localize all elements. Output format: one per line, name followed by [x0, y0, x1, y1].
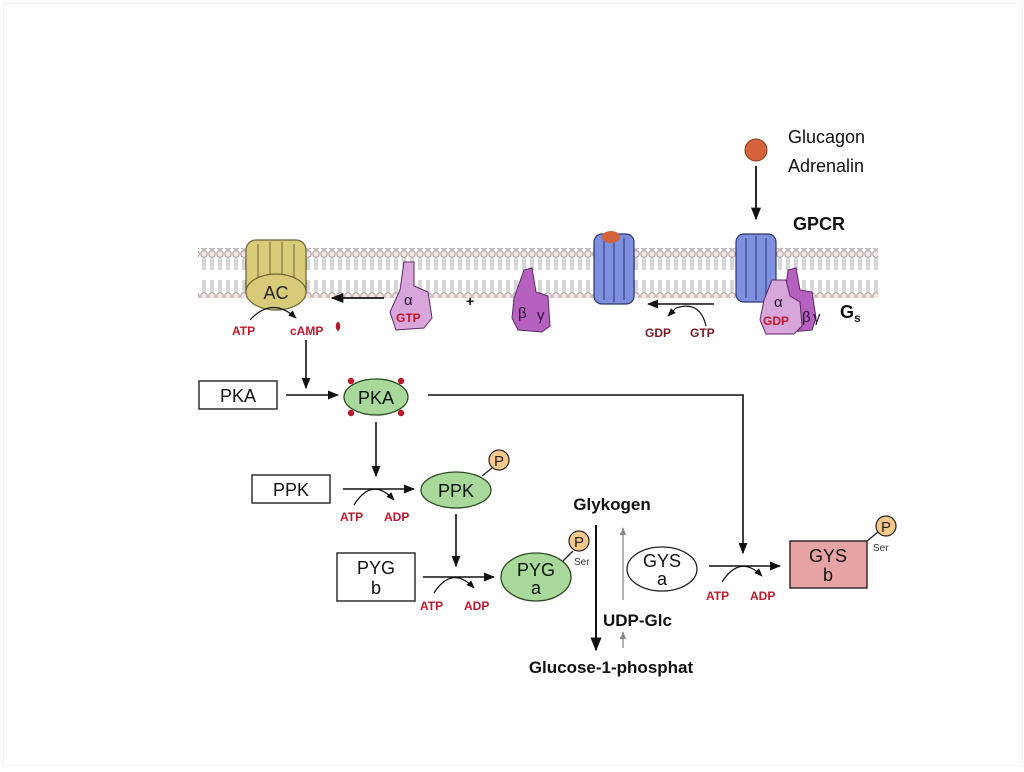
- ligand-molecule: [744, 138, 768, 162]
- gs-label: G: [840, 302, 854, 322]
- pyg-b-label-line1: PYG: [357, 558, 395, 578]
- ppk-phosphate-label: P: [494, 453, 504, 470]
- pyg-a-label-line2: a: [531, 578, 542, 598]
- pyg-phosphate-label: P: [574, 534, 584, 551]
- gs-protein-inactive: α GDP β γ: [759, 267, 821, 335]
- ppk-active: PPK P: [420, 449, 510, 509]
- atp-camp-conversion-arrow: [249, 306, 297, 321]
- ppk-adp: ADP: [384, 510, 409, 524]
- exchange-gtp: GTP: [690, 326, 715, 340]
- ligand-group: Glucagon Adrenalin: [744, 127, 865, 221]
- ligand-name-glucagon: Glucagon: [788, 127, 865, 147]
- glucose-1-phosphate-label: Glucose-1-phosphat: [529, 658, 694, 677]
- gs-alpha-symbol: α: [774, 294, 783, 311]
- g-alpha-gtp-label: GTP: [396, 311, 421, 325]
- gys-phosphate-label: P: [881, 519, 891, 536]
- udp-glc-label: UDP-Glc: [603, 611, 672, 630]
- exchange-gdp: GDP: [645, 326, 671, 340]
- gs-gdp-label: GDP: [763, 314, 789, 328]
- pka-inactive-box: [198, 380, 278, 410]
- g-beta-gamma: β γ: [511, 267, 551, 333]
- gpcr-receptor: [735, 233, 777, 303]
- gs-beta-symbol: β: [802, 309, 811, 326]
- ligand-name-adrenalin: Adrenalin: [788, 156, 864, 176]
- pyg-ser-label: Ser: [574, 557, 590, 568]
- ac-atp: ATP: [232, 324, 255, 338]
- plus-sign: +: [466, 293, 474, 309]
- ppk-phosphate: [488, 449, 510, 471]
- pka-to-gys-arrow: [428, 394, 748, 555]
- gys-a-active: GYS a: [626, 546, 698, 592]
- pka-active-label: PKA: [358, 388, 394, 408]
- pyg-b-box: [336, 552, 416, 602]
- glycogen-label: Glykogen: [573, 495, 650, 514]
- ppk-active-label: PPK: [438, 481, 474, 501]
- ppk-atp: ATP: [340, 510, 363, 524]
- gys-phosphate: [875, 515, 897, 537]
- gys-adp: ADP: [750, 589, 775, 603]
- g-alpha-gtp: α GTP: [389, 261, 433, 331]
- ac-camp: cAMP: [290, 324, 323, 338]
- g-beta-symbol: β: [518, 305, 527, 322]
- gys-a-label-line1: GYS: [643, 551, 681, 571]
- adenylyl-cyclase: AC: [245, 239, 307, 311]
- camp-molecule-icon: [335, 321, 341, 332]
- gpcr-label: GPCR: [793, 214, 845, 234]
- g-alpha-symbol: α: [404, 292, 413, 309]
- gys-atp: ATP: [706, 589, 729, 603]
- ac-label: AC: [263, 283, 288, 303]
- gys-b-label-line2: b: [823, 565, 833, 585]
- gys-a-label-line2: a: [657, 569, 668, 589]
- pyg-a-active: PYG a P Ser: [500, 530, 590, 602]
- pyg-atp: ATP: [420, 599, 443, 613]
- pka-inactive-label: PKA: [220, 386, 256, 406]
- gs-gamma-symbol: γ: [813, 309, 821, 326]
- pka-active: PKA: [343, 377, 409, 417]
- pyg-b-label-line2: b: [371, 578, 381, 598]
- gys-b-inactive: GYS b P Ser: [789, 515, 897, 589]
- ppk-inactive-label: PPK: [273, 480, 309, 500]
- ppk-inactive-box: [251, 474, 331, 504]
- gs-subscript: s: [854, 311, 861, 325]
- g-gamma-symbol: γ: [537, 307, 545, 324]
- gpcr-ligand-bound: [593, 231, 635, 305]
- pyg-adp: ADP: [464, 599, 489, 613]
- gys-ser-label: Ser: [873, 543, 889, 554]
- pyg-a-label-line1: PYG: [517, 560, 555, 580]
- pyg-phosphate: [568, 530, 590, 552]
- gys-b-label-line1: GYS: [809, 546, 847, 566]
